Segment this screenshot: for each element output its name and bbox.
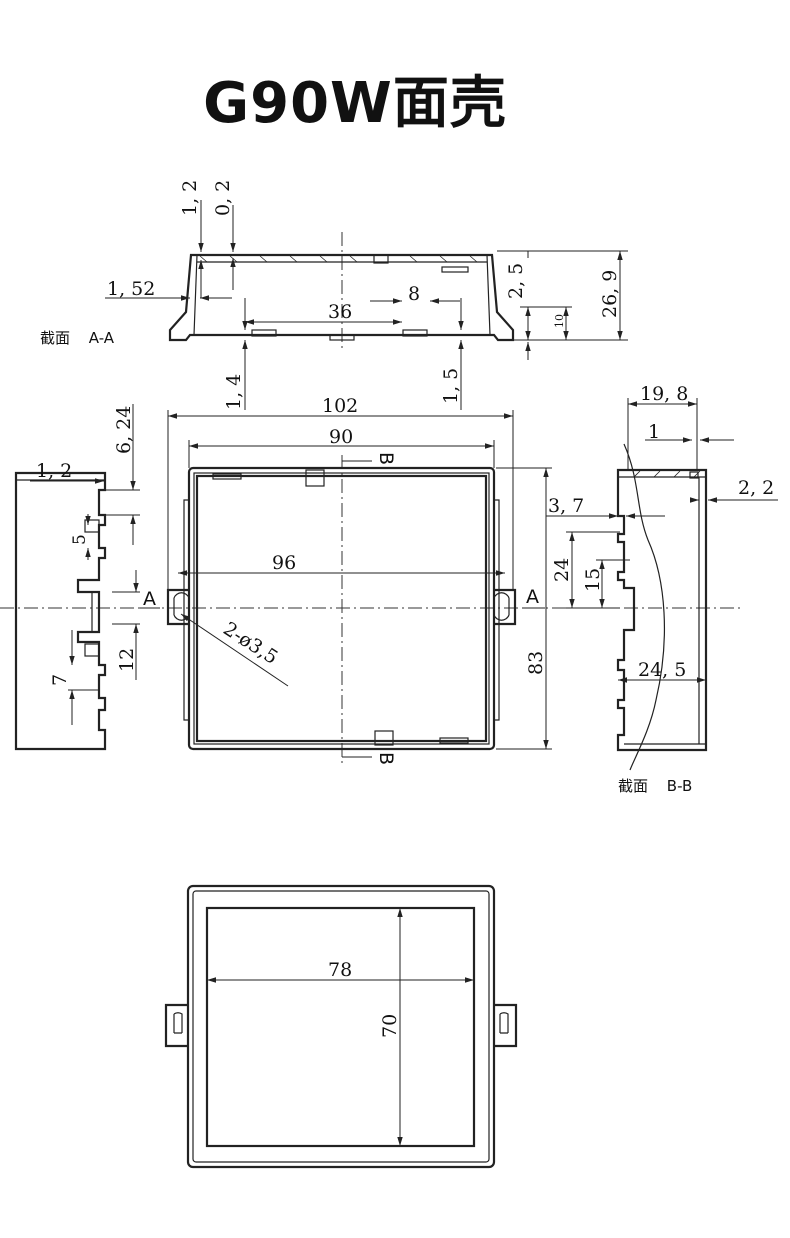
dim-right-24: 24	[551, 558, 573, 582]
section-bb-label: 截面 B-B	[618, 775, 692, 796]
section-aa-caption: 截面	[40, 329, 71, 347]
dim-bottom-78: 78	[328, 959, 352, 981]
drawing-title: G90W面壳	[203, 71, 507, 136]
dim-left-1-2: 1, 2	[36, 460, 72, 482]
section-aa-name: A-A	[88, 329, 115, 347]
dim-left-7: 7	[49, 674, 71, 686]
dim-right-24-5: 24, 5	[638, 659, 686, 681]
dim-right-2-2: 2, 2	[738, 477, 774, 499]
section-bb-view: 19, 8 1 2, 2 3, 7 24 15 24, 5	[546, 383, 778, 771]
dim-top-1-4: 1, 4	[223, 374, 245, 410]
plan-view: 102 90 96 83 2-ø3,5 A A B B	[0, 395, 740, 765]
dim-width-96: 96	[272, 552, 296, 574]
dim-top-2-5: 2, 5	[505, 263, 527, 299]
dim-top-1-2: 1, 2	[179, 180, 201, 216]
section-bb-name: B-B	[666, 777, 693, 795]
dim-right-1: 1	[648, 421, 660, 443]
left-side-view: 6, 24 1, 2 5 12 7	[14, 404, 140, 751]
marker-b-bottom: B	[375, 752, 397, 765]
dim-width-102: 102	[322, 395, 358, 417]
dim-right-3-7: 3, 7	[548, 495, 584, 517]
dim-bottom-70: 70	[379, 1014, 401, 1038]
marker-a-right: A	[526, 586, 539, 608]
dim-left-6-24: 6, 24	[113, 406, 135, 454]
dim-top-36: 36	[328, 301, 352, 323]
section-bb-caption: 截面	[618, 777, 649, 795]
dim-width-90: 90	[329, 426, 353, 448]
marker-a-left: A	[143, 588, 156, 610]
dim-right-19-8: 19, 8	[640, 383, 688, 405]
section-aa-view: 1, 2 0, 2 1, 52 36 8 1, 4 1, 5 26, 9 2, …	[105, 180, 628, 410]
dim-top-26-9: 26, 9	[599, 270, 621, 318]
dim-height-83: 83	[525, 651, 547, 675]
marker-b-top: B	[375, 452, 397, 465]
dim-top-8: 8	[408, 283, 420, 305]
dim-right-15: 15	[582, 568, 604, 592]
dim-left-5: 5	[70, 534, 90, 545]
dim-top-0-2: 0, 2	[212, 180, 234, 216]
section-aa-label: 截面 A-A	[40, 327, 114, 348]
dim-top-10: 10	[553, 314, 566, 328]
bottom-view: 78 70	[164, 884, 518, 1169]
dim-left-12: 12	[116, 648, 138, 672]
dim-top-1-52: 1, 52	[107, 278, 155, 300]
dim-top-1-5: 1, 5	[440, 368, 462, 404]
